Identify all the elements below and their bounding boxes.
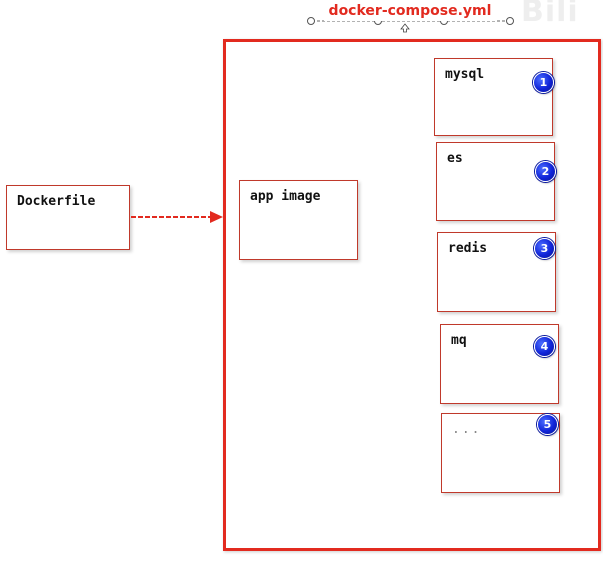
service-box-mysql[interactable]: mysql — [434, 58, 553, 136]
service-label: mysql — [445, 67, 485, 82]
service-box-mq[interactable]: mq — [440, 324, 559, 404]
dockerfile-box[interactable]: Dockerfile — [6, 185, 130, 250]
compose-title[interactable]: docker-compose.yml — [324, 2, 496, 21]
service-label: es — [447, 151, 463, 166]
selection-handle-right — [506, 17, 514, 25]
number-badge-3: 3 — [534, 238, 555, 259]
title-selection-handles[interactable] — [0, 0, 603, 40]
app-image-label: app image — [250, 189, 321, 204]
service-label: mq — [451, 333, 467, 348]
service-box-es[interactable]: es — [436, 142, 555, 221]
watermark: Bili — [521, 0, 579, 29]
number-badge-5: 5 — [537, 414, 558, 435]
number-badge-4: 4 — [534, 336, 555, 357]
build-arrow — [131, 211, 223, 223]
number-badge-1: 1 — [533, 72, 554, 93]
arrow-head — [210, 211, 223, 223]
app-image-box[interactable]: app image — [239, 180, 358, 260]
service-label: ... — [452, 422, 482, 437]
number-badge-2: 2 — [535, 161, 556, 182]
dockerfile-label: Dockerfile — [17, 194, 96, 209]
selection-handle-left — [307, 17, 315, 25]
move-cursor-icon — [400, 23, 410, 33]
service-label: redis — [448, 241, 488, 256]
